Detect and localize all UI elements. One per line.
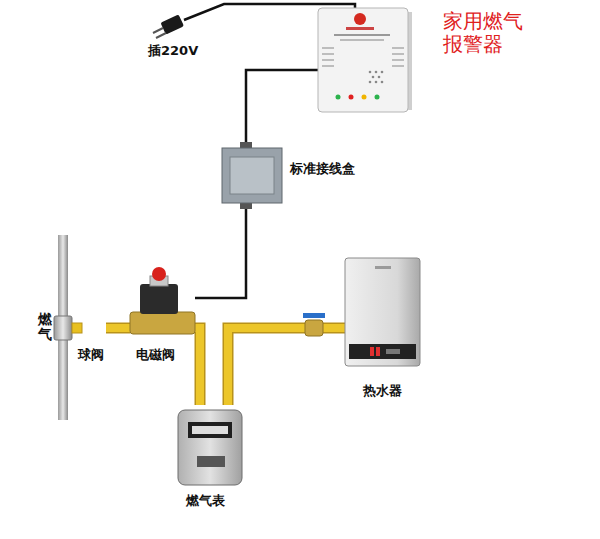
electric-wire [195, 203, 246, 298]
gas-alarm: 家用燃气 报警器 [318, 8, 410, 112]
water-heater [345, 258, 420, 366]
device-label: 插220V [148, 42, 198, 60]
junction-box [222, 142, 282, 209]
solenoid-valve: 电磁阀 [130, 268, 195, 336]
electric-wire [246, 70, 318, 148]
water-heater: 热水器 [345, 258, 420, 366]
plug-icon [153, 14, 184, 38]
device-label: 标准接线盒 [290, 160, 355, 178]
gas-pipe [106, 328, 130, 329]
heater-ball-valve [303, 313, 325, 336]
connector-line [195, 203, 246, 298]
device-label: 燃气表 [186, 492, 225, 510]
connector-line [106, 323, 130, 334]
device-label: 热水器 [363, 382, 402, 400]
connector-line [246, 70, 318, 148]
device-label: 电磁阀 [136, 346, 175, 364]
plug: 插220V [150, 14, 184, 40]
gas-meter: 燃气表 [178, 405, 242, 487]
pipe-label: 燃气 [38, 312, 52, 343]
connector-line [106, 324, 130, 332]
connector-line [228, 328, 345, 405]
gas-pipe [228, 328, 345, 405]
ball-valve: 球阀 [80, 316, 106, 338]
alarm-device [318, 8, 412, 112]
gas-riser-pipe [54, 235, 82, 420]
device-title: 家用燃气 报警器 [443, 10, 529, 56]
connector-line [195, 328, 200, 405]
gas-pipe [195, 328, 200, 405]
connector-line [228, 328, 345, 405]
gas-meter [178, 410, 242, 485]
connector-line [195, 328, 200, 405]
junction-box: 标准接线盒 [222, 148, 282, 203]
solenoid-valve [130, 267, 195, 334]
device-label: 球阀 [78, 346, 104, 364]
